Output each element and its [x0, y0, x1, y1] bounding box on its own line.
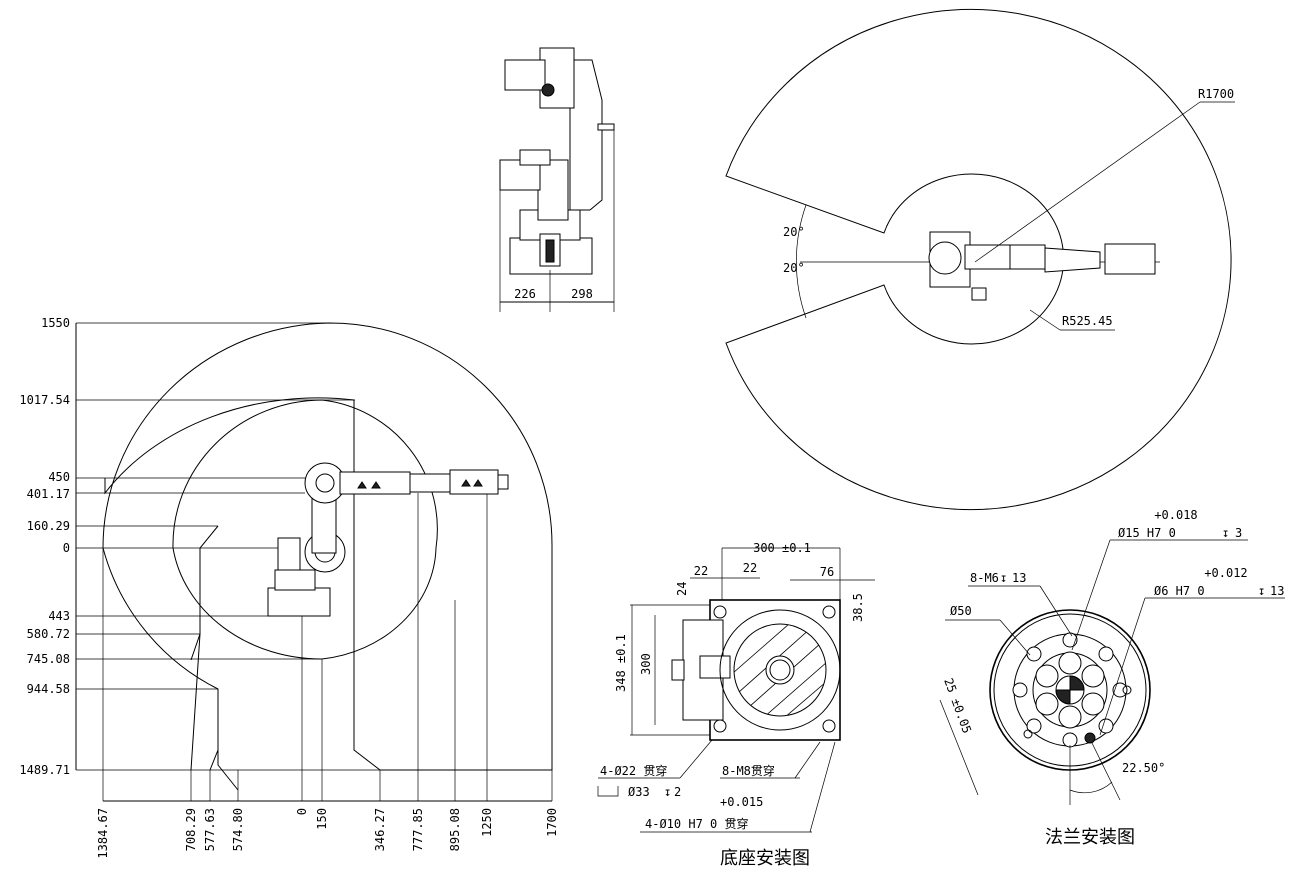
note-cbore: Ø33 — [628, 785, 650, 799]
vertical-dim-labels: 1550 1017.54 450 401.17 160.29 0 443 580… — [19, 316, 70, 777]
tol-hole15: +0.018 — [1154, 508, 1197, 522]
hlabel-708: 708.29 — [184, 808, 198, 851]
depth-symbol-6: ↧ — [1258, 584, 1265, 598]
robot-side — [267, 462, 509, 617]
angle-bottom: 20° — [783, 261, 805, 275]
note-hole22: 4-Ø22 贯穿 — [600, 763, 667, 778]
horizontal-dim-labels: 1384.67 708.29 577.63 574.80 0 150 346.2… — [96, 808, 559, 859]
depth-hole15: 3 — [1235, 526, 1242, 540]
cbore-depth-symbol: ↧ — [664, 785, 671, 799]
hlabel-346: 346.27 — [373, 808, 387, 851]
side-envelope-view — [75, 322, 553, 802]
hlabel-577: 577.63 — [203, 808, 217, 851]
note-pin: 4-Ø10 H7 0 贯穿 — [645, 816, 748, 831]
depth-m6: 13 — [1012, 571, 1026, 585]
note-cbore-depth: 2 — [674, 785, 681, 799]
vlabel-0: 0 — [63, 541, 70, 555]
note-hole6: Ø6 H7 0 — [1154, 584, 1205, 598]
dim-300-width: 300 ±0.1 — [753, 541, 811, 555]
dim-pcd: 25 ±0.05 — [941, 676, 974, 735]
depth-symbol-m6: ↧ — [1000, 571, 1007, 585]
angle-top: 20° — [783, 225, 805, 239]
robot-front-view: 226 298 — [499, 47, 615, 312]
flange-bolt-holes — [1012, 632, 1128, 748]
hlabel-895: 895.08 — [448, 808, 462, 851]
dim-300-height: 300 — [639, 653, 653, 675]
vlabel-450: 450 — [48, 470, 70, 484]
note-hole15: Ø15 H7 0 — [1118, 526, 1176, 540]
vlabel-1550: 1550 — [41, 316, 70, 330]
vlabel-944: 944.58 — [27, 682, 70, 696]
dim-angle: 22.50° — [1122, 761, 1165, 775]
vlabel-401: 401.17 — [27, 487, 70, 501]
vlabel-580: 580.72 — [27, 627, 70, 641]
vlabel-1489: 1489.71 — [19, 763, 70, 777]
flange-mounting-view: +0.018 Ø15 H7 0 ↧ 3 8-M6 ↧ 13 +0.012 Ø6 … — [939, 508, 1285, 848]
dim-76: 76 — [820, 565, 834, 579]
vlabel-160: 160.29 — [27, 519, 70, 533]
depth-hole6: 13 — [1270, 584, 1284, 598]
hlabel-1250: 1250 — [480, 808, 494, 837]
tol-hole6: +0.012 — [1204, 566, 1247, 580]
hlabel-1700: 1700 — [545, 808, 559, 837]
vlabel-1017: 1017.54 — [19, 393, 70, 407]
vlabel-443: 443 — [48, 609, 70, 623]
hlabel-777: 777.85 — [411, 808, 425, 851]
radius-inner: R525.45 — [1062, 314, 1113, 328]
base-mounting-view: 300 ±0.1 22 22 24 76 38.5 348 ±0.1 300 4… — [597, 541, 875, 869]
dim-22a: 22 — [694, 564, 708, 578]
dim-226: 226 — [514, 287, 536, 301]
plan-view-envelope: 20° 20° R1700 R525.45 — [725, 9, 1235, 510]
note-m6: 8-M6 — [970, 571, 999, 585]
base-view-title: 底座安装图 — [720, 848, 810, 869]
note-m8: 8-M8贯穿 — [722, 763, 775, 778]
dim-348: 348 ±0.1 — [614, 634, 628, 692]
dim-298: 298 — [571, 287, 593, 301]
dim-22b: 22 — [743, 561, 757, 575]
dim-24: 24 — [675, 582, 689, 596]
pin-tolerance: +0.015 — [720, 795, 763, 809]
dim-38-5: 38.5 — [851, 593, 865, 622]
note-d50: Ø50 — [950, 604, 972, 618]
hlabel-0: 0 — [295, 808, 309, 815]
hlabel-1384: 1384.67 — [96, 808, 110, 859]
hlabel-150: 150 — [315, 808, 329, 830]
radius-outer: R1700 — [1198, 87, 1234, 101]
vlabel-745: 745.08 — [27, 652, 70, 666]
depth-symbol-15: ↧ — [1222, 526, 1229, 540]
hlabel-574: 574.80 — [231, 808, 245, 851]
flange-view-title: 法兰安装图 — [1045, 827, 1135, 848]
